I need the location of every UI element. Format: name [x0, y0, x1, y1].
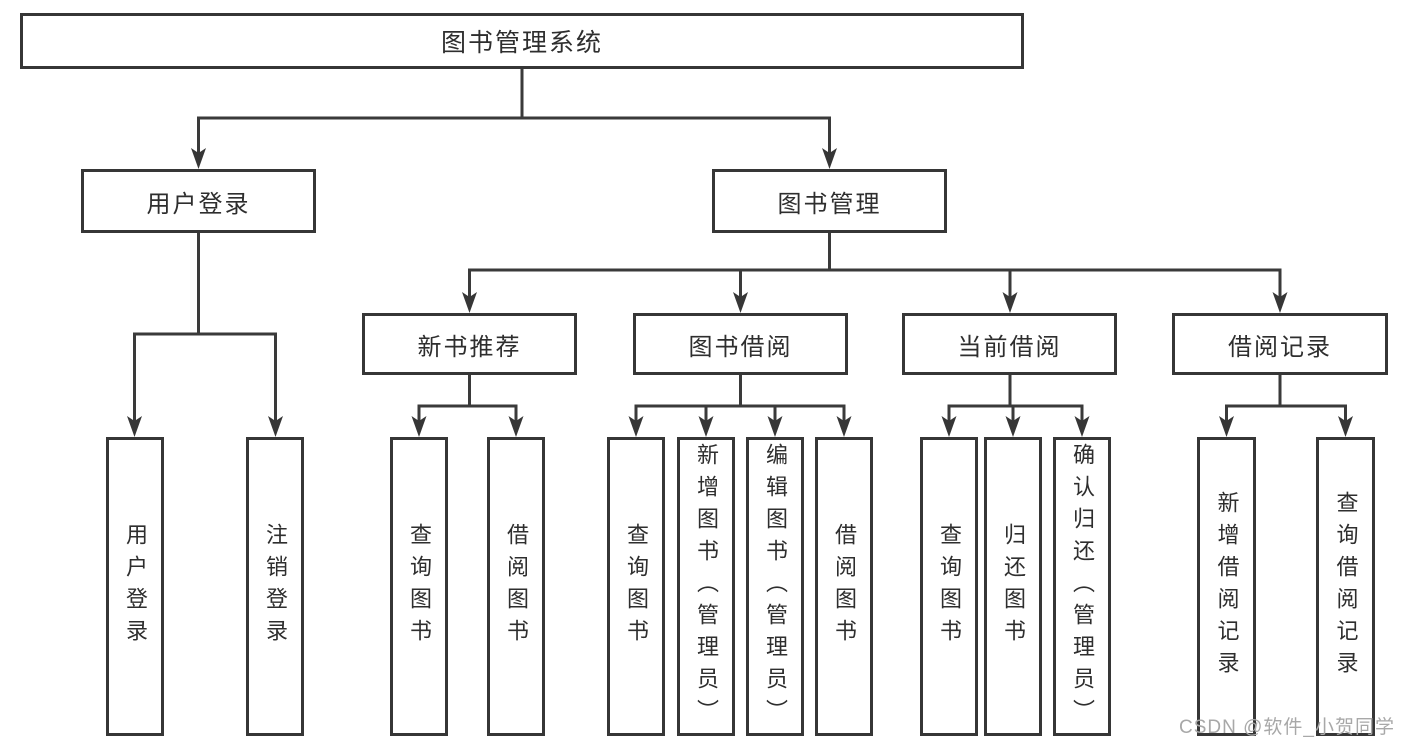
- arrowhead: [127, 416, 142, 437]
- leaf-borrow-books-recommend: 借阅图书: [487, 437, 545, 736]
- leaf-label: 编辑图书（管理员）: [763, 442, 788, 731]
- node-borrowing-records: 借阅记录: [1172, 313, 1388, 375]
- arrowhead: [1219, 416, 1234, 437]
- arrowhead: [767, 416, 783, 437]
- leaf-query-books-current: 查询图书: [920, 437, 978, 736]
- arrowhead: [268, 416, 283, 437]
- arrowhead: [1074, 416, 1090, 437]
- arrowhead: [1272, 292, 1288, 313]
- leaf-label: 查询图书: [937, 522, 962, 651]
- node-label: 图书管理: [777, 190, 882, 218]
- leaf-label: 归还图书: [1001, 522, 1026, 651]
- node-label: 图书借阅: [688, 333, 793, 361]
- node-label: 图书管理系统: [440, 29, 603, 57]
- node-label: 当前借阅: [957, 333, 1062, 361]
- arrowhead: [628, 416, 644, 437]
- node-current-borrowing: 当前借阅: [902, 313, 1117, 375]
- arrowhead: [462, 292, 477, 313]
- node-user-login: 用户登录: [81, 169, 316, 233]
- node-label: 新书推荐: [417, 333, 522, 361]
- leaf-confirm-return-admin: 确认归还（管理员）: [1053, 437, 1111, 736]
- arrowhead: [1002, 292, 1018, 313]
- arrowhead: [733, 292, 748, 313]
- leaf-user-login: 用户登录: [106, 437, 164, 736]
- arrowhead: [1005, 416, 1021, 437]
- leaf-label: 查询图书: [407, 522, 432, 651]
- arrowhead: [698, 416, 714, 437]
- leaf-query-books-recommend: 查询图书: [390, 437, 448, 736]
- node-book-borrowing: 图书借阅: [633, 313, 848, 375]
- leaf-label: 新增借阅记录: [1214, 490, 1240, 683]
- leaf-label: 用户登录: [123, 522, 148, 651]
- arrowhead: [822, 148, 837, 169]
- connector-segments: [133, 69, 1347, 423]
- arrowhead: [941, 416, 957, 437]
- node-label: 借阅记录: [1228, 333, 1332, 361]
- leaf-label: 借阅图书: [832, 522, 857, 651]
- node-new-book-recommendation: 新书推荐: [362, 313, 577, 375]
- leaf-add-borrow-record: 新增借阅记录: [1197, 437, 1256, 736]
- arrowhead: [411, 416, 427, 437]
- node-book-management: 图书管理: [712, 169, 947, 233]
- node-library-management-system: 图书管理系统: [20, 13, 1024, 69]
- csdn-watermark: CSDN @软件_小贺同学: [1179, 717, 1395, 738]
- leaf-add-book-admin: 新增图书（管理员）: [677, 437, 735, 736]
- leaf-label: 借阅图书: [504, 522, 529, 651]
- leaf-query-borrow-record: 查询借阅记录: [1316, 437, 1375, 736]
- node-label: 用户登录: [146, 190, 251, 218]
- leaf-logout: 注销登录: [246, 437, 304, 736]
- leaf-label: 新增图书（管理员）: [694, 442, 719, 731]
- leaf-label: 确认归还（管理员）: [1070, 442, 1095, 731]
- leaf-edit-book-admin: 编辑图书（管理员）: [746, 437, 804, 736]
- leaf-label: 注销登录: [263, 522, 288, 651]
- leaf-label: 查询图书: [624, 522, 649, 651]
- leaf-return-book: 归还图书: [984, 437, 1042, 736]
- arrowhead: [836, 416, 852, 437]
- arrowhead: [191, 148, 206, 169]
- arrowheads: [127, 148, 1353, 437]
- leaf-query-books-borrowing: 查询图书: [607, 437, 665, 736]
- leaf-borrow-books: 借阅图书: [815, 437, 873, 736]
- leaf-label: 查询借阅记录: [1333, 490, 1359, 683]
- arrowhead: [1338, 416, 1353, 437]
- arrowhead: [508, 416, 524, 437]
